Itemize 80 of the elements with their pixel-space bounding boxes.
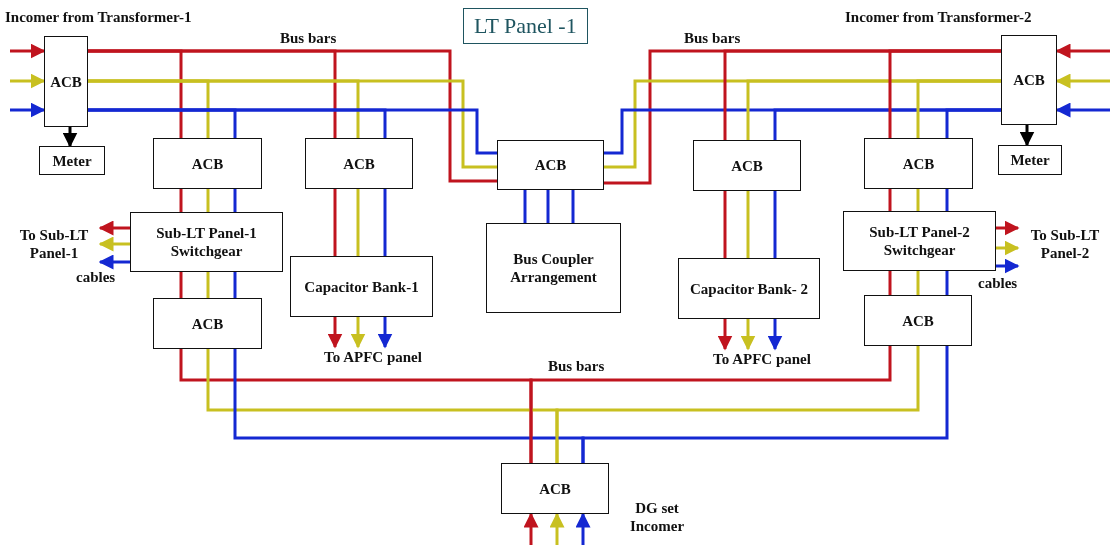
breaker-box: ACB <box>153 298 262 349</box>
meter-box: Meter <box>998 145 1062 175</box>
incomer-label: DG set Incomer <box>628 499 686 535</box>
arrow <box>767 319 783 351</box>
bus-bar-line <box>916 189 920 211</box>
arrow <box>996 220 1020 236</box>
arrow <box>717 319 733 351</box>
bus-bar-line <box>888 271 892 295</box>
title-box: LT Panel -1 <box>463 8 588 44</box>
bus-bar-line <box>88 79 497 169</box>
arrow <box>327 317 343 349</box>
breaker-box: ACB <box>864 295 972 346</box>
bus-bar-line <box>746 191 750 258</box>
bus-bar-line <box>945 189 949 211</box>
destination-label: To Sub-LT Panel-2 <box>1018 225 1112 263</box>
arrow <box>98 254 130 270</box>
breaker-box: ACB <box>153 138 262 189</box>
arrow <box>10 102 46 118</box>
bus-coupler-box: Bus Coupler Arrangement <box>486 223 621 313</box>
bus-bar-line <box>888 49 1001 138</box>
breaker-box: ACB <box>693 140 801 191</box>
meter-box: Meter <box>39 146 105 175</box>
arrow <box>350 317 366 349</box>
arrow <box>996 240 1020 256</box>
bus-bar-line <box>546 190 550 223</box>
bus-bar-line <box>179 189 183 212</box>
switchgear-box: Sub-LT Panel-1 Switchgear <box>130 212 283 272</box>
cable-label: cables <box>978 274 1018 292</box>
incomer-label: Incomer from Transformer-2 <box>845 8 1032 26</box>
bus-bar-line <box>945 108 1001 138</box>
bus-bar-line <box>88 49 497 183</box>
bus-bar-line <box>571 190 575 223</box>
arrow <box>740 319 756 351</box>
destination-label: To APFC panel <box>308 347 438 367</box>
bus-bar-line <box>723 191 727 258</box>
arrow <box>549 512 565 545</box>
bus-bar-line <box>206 272 210 298</box>
bus-bar-line <box>333 189 337 256</box>
arrow <box>1019 125 1035 147</box>
breaker-box: ACB <box>44 36 88 127</box>
breaker-box: ACB <box>305 138 413 189</box>
arrow <box>1055 102 1110 118</box>
bus-bar-line <box>233 272 237 298</box>
cable-label: cables <box>76 268 116 286</box>
arrow <box>62 127 78 148</box>
bus-bar-label: Bus bars <box>280 29 337 47</box>
bus-bar-line <box>773 191 777 258</box>
bus-bar-line <box>356 189 360 256</box>
switchgear-box: Sub-LT Panel-2 Switchgear <box>843 211 996 271</box>
arrow <box>10 73 46 89</box>
bus-bar-line <box>916 271 920 295</box>
breaker-box: ACB <box>1001 35 1057 125</box>
bus-bar-line <box>383 189 387 256</box>
bus-bar-line <box>88 108 497 155</box>
capacitor-bank-box: Capacitor Bank-1 <box>290 256 433 317</box>
arrow <box>98 220 130 236</box>
bus-bar-label: Bus bars <box>548 357 605 375</box>
breaker-box: ACB <box>497 140 604 190</box>
destination-label: To Sub-LT Panel-1 <box>8 225 100 263</box>
capacitor-bank-box: Capacitor Bank- 2 <box>678 258 820 319</box>
destination-label: To APFC panel <box>697 349 827 369</box>
arrow <box>98 236 130 252</box>
arrow <box>10 43 46 59</box>
bus-bar-line <box>233 189 237 212</box>
bus-bar-line <box>916 79 1001 138</box>
bus-bar-label: Bus bars <box>684 29 741 47</box>
bus-bar-line <box>179 272 183 298</box>
arrow <box>377 317 393 349</box>
breaker-box: ACB <box>864 138 973 189</box>
arrow <box>1055 43 1110 59</box>
incomer-label: Incomer from Transformer-1 <box>5 8 192 26</box>
bus-bar-line <box>945 271 949 295</box>
arrow <box>1055 73 1110 89</box>
bus-bar-line <box>888 189 892 211</box>
breaker-box: ACB <box>501 463 609 514</box>
bus-bar-line <box>523 190 527 223</box>
arrow <box>996 258 1020 274</box>
arrow <box>523 512 539 545</box>
arrow <box>575 512 591 545</box>
bus-bar-line <box>206 189 210 212</box>
